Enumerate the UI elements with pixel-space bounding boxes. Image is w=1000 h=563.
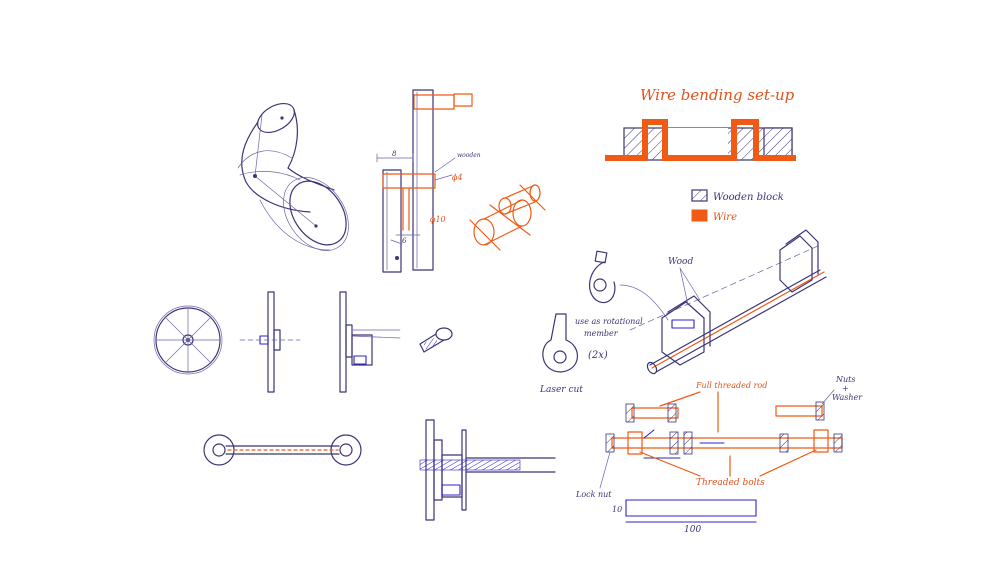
legend-wooden-block: Wooden block [713,192,784,203]
wooden-block-swatch [691,189,708,202]
dim-10-label: 10 [612,505,622,514]
washer-label: Washer [832,393,863,402]
laser-cut-part: (2x) Laser cut [539,313,608,395]
bar-with-bracket-sketch: 8 6 wooden ϕ4 ϕ10 [376,89,481,273]
threaded-bolts-label: Threaded bolts [696,478,765,488]
axle-sketch [203,434,362,466]
wire-bending-title: Wire bending set-up [640,86,795,104]
hook-sketch: use as rotational member [575,250,669,338]
dim-8-label: 8 [392,150,397,158]
rotational-member-line2: member [584,329,619,338]
dim-100-label: 100 [684,525,701,535]
iso-rod-assembly: Wood [629,229,827,375]
rotational-member-line1: use as rotational [575,317,643,326]
bolt-sketch [419,327,453,353]
plus-label: + [842,384,849,393]
side-assembly-sketch [419,419,556,521]
phi4-label: ϕ4 [452,173,463,182]
lock-nut-label: Lock nut [575,490,612,499]
wheel-side-view [239,291,301,393]
wire-bending-setup: Wire bending set-up Wooden block Wire [605,86,796,223]
dim-6-label: 6 [402,237,407,245]
times-two-label: (2x) [588,350,608,361]
wheel-front-view [153,305,223,375]
bent-tube-sketch [237,102,349,251]
threaded-rod-assembly: Full threaded rod Nuts + Washer Threaded… [575,375,863,535]
laser-cut-label: Laser cut [539,385,583,395]
legend-wire: Wire [713,212,737,223]
wood-label: Wood [668,257,693,267]
phi10-label: ϕ10 [430,215,446,224]
orange-shaft-sketch [469,184,546,251]
wheel-side-view-assembled [339,291,401,393]
nuts-label: Nuts [835,375,855,384]
side-note-label: wooden [457,152,481,159]
full-threaded-rod-label: Full threaded rod [695,381,767,390]
wire-swatch [691,209,708,222]
